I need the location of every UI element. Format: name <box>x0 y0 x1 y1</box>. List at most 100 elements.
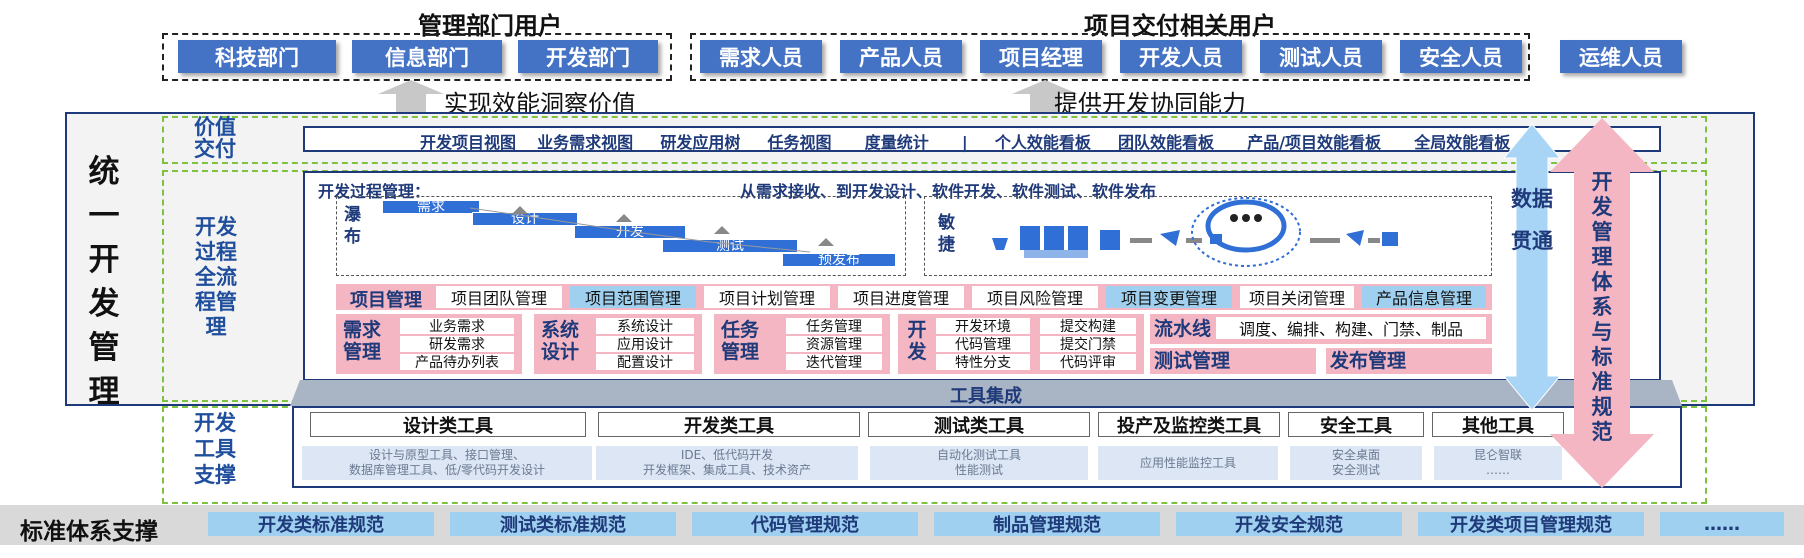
mgmt-users-box <box>162 33 672 81</box>
tool-ops-desc: 应用性能监控工具 <box>1098 446 1278 480</box>
card-test-mgmt[interactable]: 测试管理 <box>1150 348 1316 374</box>
std-artifact[interactable]: 制品管理规范 <box>934 512 1160 536</box>
tool-test[interactable]: 测试类工具 <box>868 412 1090 437</box>
task-resource[interactable]: 资源管理 <box>786 336 882 353</box>
sys-config[interactable]: 配置设计 <box>596 354 694 371</box>
user-dev-dept[interactable]: 开发部门 <box>518 40 658 73</box>
arrow-up-left-icon <box>378 80 444 116</box>
unified-dev-mgmt-title: 统一开发管理 <box>88 154 120 410</box>
value-separator: | <box>961 133 968 152</box>
tool-test-desc: 自动化测试工具性能测试 <box>870 446 1088 480</box>
row-label-tools: 开发工具支撑 <box>194 411 236 487</box>
tool-security-desc: 安全桌面安全测试 <box>1290 446 1422 480</box>
standards-arrow-label: 开发管理体系与标准规范 <box>1591 170 1613 444</box>
standards-label: 标准体系支撑 <box>20 519 158 545</box>
req-dev[interactable]: 研发需求 <box>400 336 514 353</box>
standards-double-arrow-icon <box>1550 118 1654 488</box>
user-requirement[interactable]: 需求人员 <box>700 40 822 73</box>
std-dev[interactable]: 开发类标准规范 <box>208 512 434 536</box>
dev-env[interactable]: 开发环境 <box>936 318 1030 335</box>
mgmt-users-title: 管理部门用户 <box>418 12 562 40</box>
pm-change[interactable]: 项目变更管理 <box>1106 286 1232 308</box>
tool-design-desc: 设计与原型工具、接口管理、数据库管理工具、低/零代码开发设计 <box>302 446 592 480</box>
sys-app[interactable]: 应用设计 <box>596 336 694 353</box>
arrow-up-right-icon <box>1012 80 1078 116</box>
value-delivery-zone <box>162 116 1707 164</box>
dev-submit-build[interactable]: 提交构建 <box>1040 318 1136 335</box>
tool-other[interactable]: 其他工具 <box>1432 412 1564 437</box>
value-items-left: 开发项目视图 业务需求视图 研发应用树 任务视图 度量统计 | 个人效能看板 团… <box>420 129 1510 153</box>
card-requirement: 需求管理 业务需求 研发需求 产品待办列表 <box>336 314 522 374</box>
tool-security[interactable]: 安全工具 <box>1288 412 1424 437</box>
card-task-label: 任务管理 <box>720 319 759 363</box>
req-backlog[interactable]: 产品待办列表 <box>400 354 514 371</box>
card-system-design: 系统设计 系统设计 应用设计 配置设计 <box>534 314 702 374</box>
view-dev-project[interactable]: 开发项目视图 <box>420 133 517 152</box>
board-global[interactable]: 全局效能看板 <box>1414 133 1511 152</box>
view-task[interactable]: 任务视图 <box>767 133 832 152</box>
card-sys-label: 系统设计 <box>540 319 579 363</box>
dev-feature-branch[interactable]: 特性分支 <box>936 354 1030 371</box>
pm-progress[interactable]: 项目进度管理 <box>838 286 964 308</box>
card-test-label: 测试管理 <box>1154 350 1231 372</box>
card-release-mgmt[interactable]: 发布管理 <box>1326 348 1492 374</box>
data-flow-label: 数据贯通 <box>1511 187 1553 253</box>
phase-test: 测试 <box>662 239 798 253</box>
agile-sprint-cycle-icon <box>992 197 1398 267</box>
user-product[interactable]: 产品人员 <box>840 40 962 73</box>
task-task[interactable]: 任务管理 <box>786 318 882 335</box>
card-req-label: 需求管理 <box>342 319 381 363</box>
user-developer[interactable]: 开发人员 <box>1120 40 1242 73</box>
view-app-tree[interactable]: 研发应用树 <box>660 133 741 152</box>
user-security[interactable]: 安全人员 <box>1400 40 1522 73</box>
tool-dev[interactable]: 开发类工具 <box>598 412 860 437</box>
card-pipeline-label: 流水线 <box>1154 318 1212 340</box>
card-task: 任务管理 任务管理 资源管理 迭代管理 <box>714 314 890 374</box>
dev-submit-gate[interactable]: 提交门禁 <box>1040 336 1136 353</box>
waterfall-flow-icon <box>470 206 834 253</box>
pm-close[interactable]: 项目关闭管理 <box>1240 286 1354 308</box>
tool-design[interactable]: 设计类工具 <box>310 412 586 437</box>
delivery-users-box <box>690 33 1530 81</box>
view-metrics[interactable]: 度量统计 <box>864 133 929 152</box>
std-test[interactable]: 测试类标准规范 <box>450 512 676 536</box>
tool-integration-label: 工具集成 <box>950 386 1022 407</box>
pm-product-info[interactable]: 产品信息管理 <box>1362 286 1486 308</box>
agile-label: 敏捷 <box>938 213 955 255</box>
view-business-req[interactable]: 业务需求视图 <box>537 133 634 152</box>
std-more[interactable]: …… <box>1660 512 1784 536</box>
pm-team[interactable]: 项目团队管理 <box>436 286 562 308</box>
board-personal[interactable]: 个人效能看板 <box>994 133 1091 152</box>
pm-plan[interactable]: 项目计划管理 <box>704 286 830 308</box>
user-tech-dept[interactable]: 科技部门 <box>178 40 336 73</box>
board-team[interactable]: 团队效能看板 <box>1118 133 1215 152</box>
pipeline-detail[interactable]: 调度、编排、构建、门禁、制品 <box>1216 317 1486 339</box>
phase-requirement: 需求 <box>382 200 480 214</box>
dev-code-mgmt[interactable]: 代码管理 <box>936 336 1030 353</box>
user-ops[interactable]: 运维人员 <box>1560 40 1682 73</box>
std-project-mgmt[interactable]: 开发类项目管理规范 <box>1418 512 1644 536</box>
tool-integration-bar <box>290 380 1682 406</box>
user-info-dept[interactable]: 信息部门 <box>352 40 502 73</box>
dev-code-review[interactable]: 代码评审 <box>1040 354 1136 371</box>
user-tester[interactable]: 测试人员 <box>1260 40 1382 73</box>
card-dev: 开发 开发环境 代码管理 特性分支 提交构建 提交门禁 代码评审 <box>898 314 1144 374</box>
value-delivery-bar <box>303 126 1661 152</box>
agile-box <box>924 196 1492 276</box>
delivery-users-title: 项目交付相关用户 <box>1084 12 1276 40</box>
sys-system[interactable]: 系统设计 <box>596 318 694 335</box>
std-security[interactable]: 开发安全规范 <box>1176 512 1402 536</box>
tool-ops-monitor[interactable]: 投产及监控类工具 <box>1098 412 1280 437</box>
user-pm[interactable]: 项目经理 <box>980 40 1102 73</box>
task-iteration[interactable]: 迭代管理 <box>786 354 882 371</box>
waterfall-box <box>336 196 906 276</box>
pm-scope[interactable]: 项目范围管理 <box>570 286 696 308</box>
tool-dev-desc: IDE、低代码开发开发框架、集成工具、技术资产 <box>596 446 858 480</box>
pm-risk[interactable]: 项目风险管理 <box>972 286 1098 308</box>
req-business[interactable]: 业务需求 <box>400 318 514 335</box>
card-release-label: 发布管理 <box>1330 350 1407 372</box>
tool-other-desc: 昆仑智联…… <box>1434 446 1562 480</box>
std-code[interactable]: 代码管理规范 <box>692 512 918 536</box>
board-product-project[interactable]: 产品/项目效能看板 <box>1247 133 1382 152</box>
pm-head: 项目管理 <box>350 290 422 311</box>
